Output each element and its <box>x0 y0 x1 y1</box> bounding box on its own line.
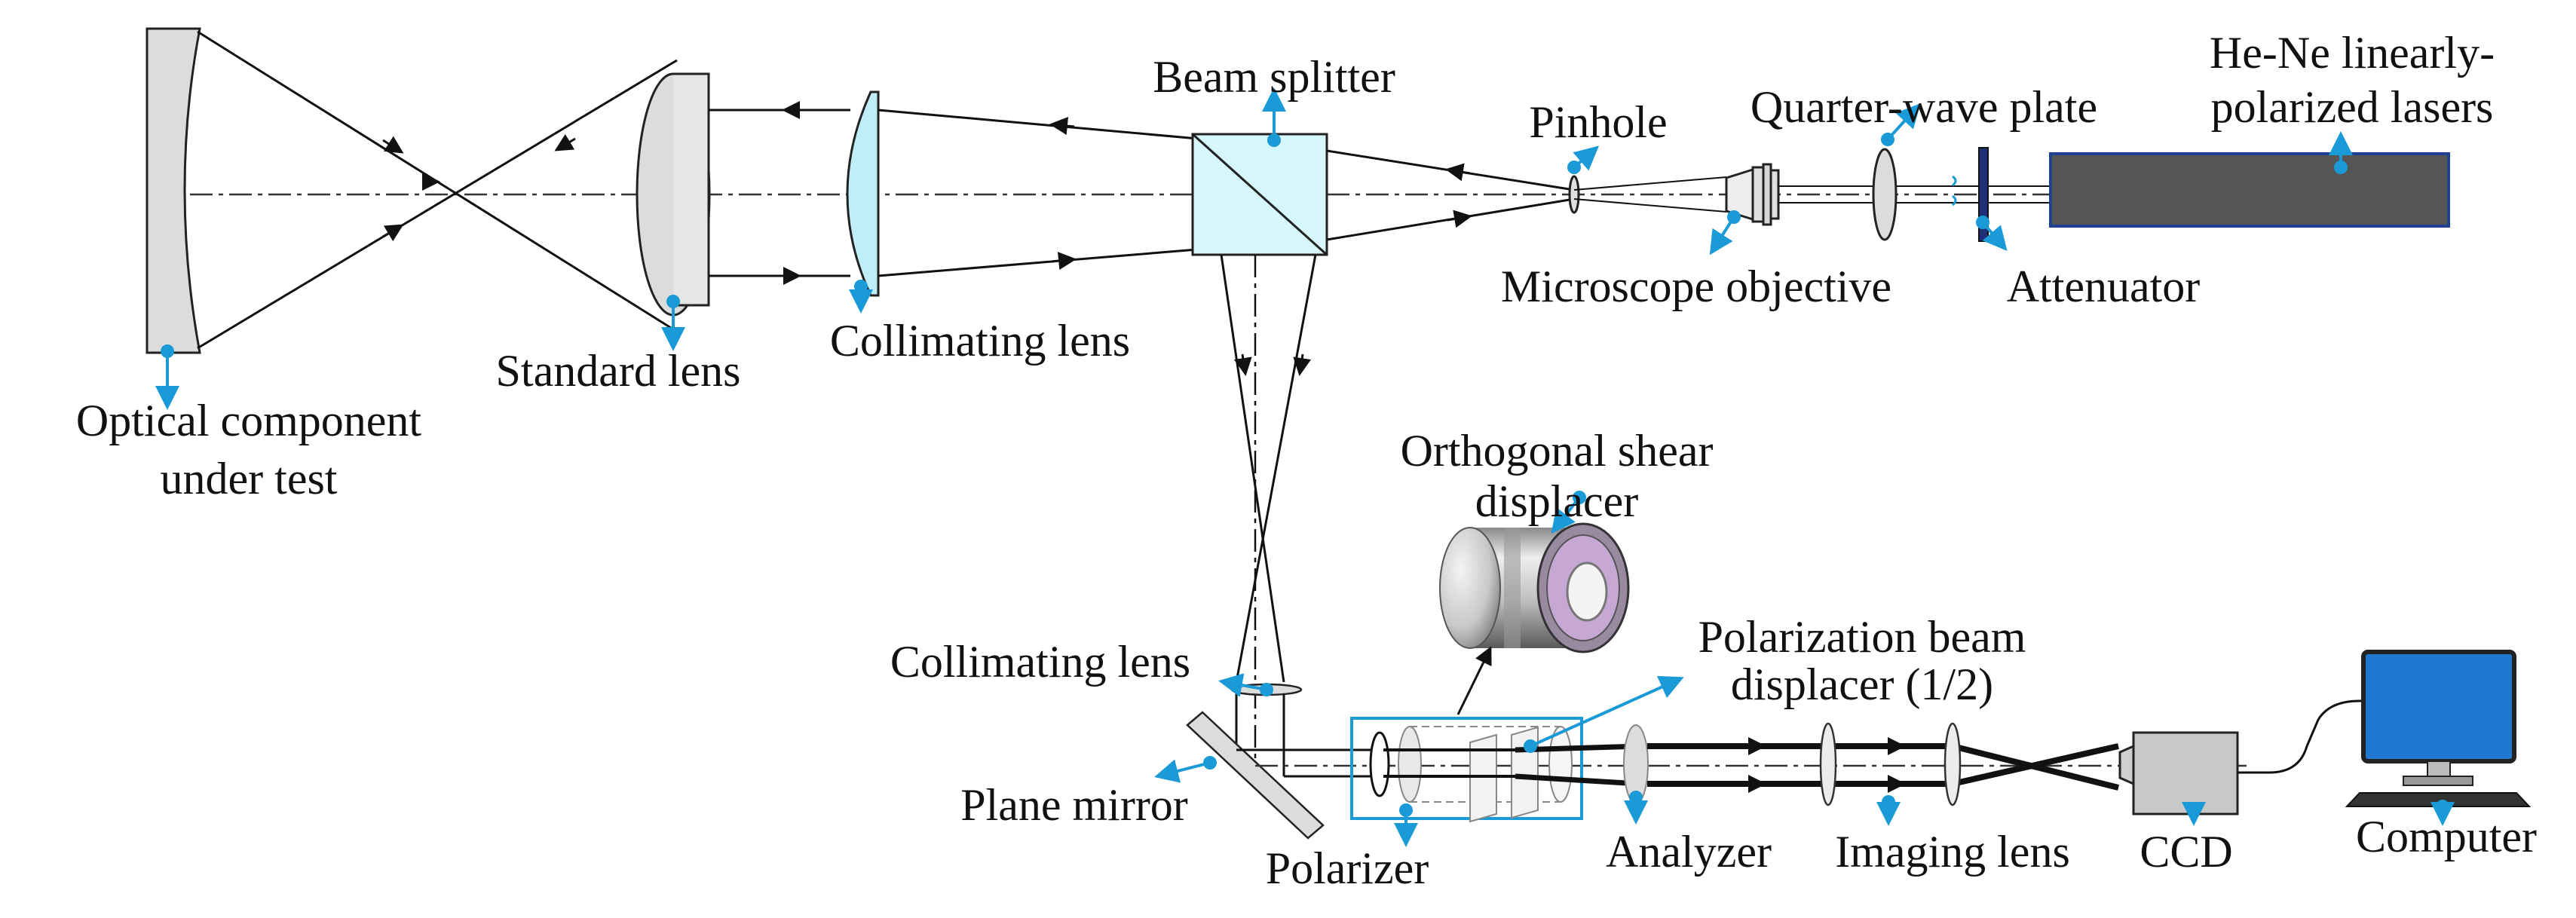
label-standard-lens: Standard lens <box>496 346 741 396</box>
label-pbd-line1: Polarization beam <box>1698 612 2026 662</box>
test-cavity-rays <box>197 30 678 350</box>
vertical-beams <box>1220 254 1317 784</box>
he-ne-laser <box>2049 152 2450 228</box>
laser-beam-top <box>1778 185 2051 203</box>
converging-beams-top <box>878 109 1207 277</box>
collimated-beams-top <box>709 101 850 285</box>
label-collimating-lens-bottom: Collimating lens <box>890 637 1190 687</box>
annotation-pointers <box>155 87 2455 847</box>
imaging-lenses <box>1819 722 1962 806</box>
quarter-wave-plate <box>1872 148 1898 241</box>
polarizer-pbd-module <box>1350 717 1583 823</box>
optical-component-under-test <box>145 27 201 354</box>
label-collimating-lens-top: Collimating lens <box>830 316 1130 366</box>
label-analyzer: Analyzer <box>1606 827 1772 877</box>
cylindrical-prism-assembly-icon <box>1439 522 1630 715</box>
beam-cone-objective <box>1573 176 1727 213</box>
beams-to-polarizer <box>1236 748 1383 778</box>
label-computer: Computer <box>2356 812 2537 861</box>
imaging-beams <box>1647 743 2119 791</box>
desktop-computer-icon <box>2345 650 2532 807</box>
pinhole <box>1568 175 1580 214</box>
label-attenuator: Attenuator <box>2007 262 2201 311</box>
label-laser-line2: polarized lasers <box>2211 82 2494 132</box>
beam-splitter <box>1191 133 1328 256</box>
beams-to-pinhole <box>1326 149 1575 241</box>
microscope-objective <box>1725 163 1780 226</box>
label-shear-displacer-line1: Orthogonal shear <box>1401 426 1714 476</box>
label-laser-line1: He-Ne linearly- <box>2210 28 2495 78</box>
label-plane-mirror: Plane mirror <box>960 780 1188 830</box>
imaging-beam-arrows <box>1741 737 1906 793</box>
label-optical-component-line1: Optical component <box>76 396 422 445</box>
label-ccd: CCD <box>2140 827 2232 877</box>
beams-to-mirror <box>1235 693 1285 776</box>
label-beam-splitter: Beam splitter <box>1153 52 1395 102</box>
polarization-marks <box>1952 175 1957 207</box>
ccd-cable <box>2238 699 2367 774</box>
plane-mirror <box>1186 711 1325 840</box>
label-microscope-objective: Microscope objective <box>1501 262 1891 311</box>
collimating-lens-top <box>846 90 880 297</box>
label-quarter-wave-plate: Quarter-wave plate <box>1751 82 2097 132</box>
label-optical-component-line2: under test <box>161 454 338 503</box>
label-pinhole: Pinhole <box>1529 97 1667 147</box>
label-shear-displacer-line2: displacer <box>1475 476 1639 526</box>
label-pbd-line2: displacer (1/2) <box>1731 659 1993 709</box>
label-imaging-lens: Imaging lens <box>1835 827 2070 877</box>
ccd-camera <box>2118 731 2239 815</box>
standard-lens <box>636 72 711 317</box>
label-polarizer: Polarizer <box>1266 843 1429 893</box>
